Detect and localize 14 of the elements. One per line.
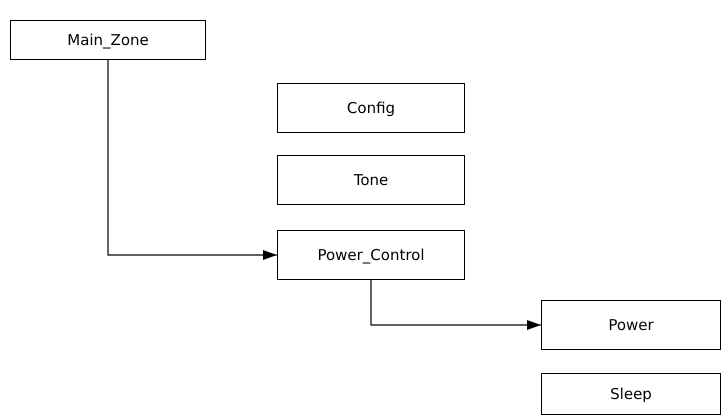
box-label: Config bbox=[346, 99, 396, 117]
process-box bbox=[277, 155, 465, 205]
connector-arrow bbox=[107, 60, 277, 260]
box-label: Power bbox=[608, 316, 654, 334]
process-box bbox=[277, 83, 465, 133]
box-label: Sleep bbox=[610, 385, 652, 403]
box-label: Tone bbox=[354, 171, 388, 189]
box-label: Main_Zone bbox=[67, 31, 149, 49]
process-box bbox=[277, 230, 465, 280]
process-box bbox=[541, 373, 721, 415]
process-box bbox=[10, 20, 206, 60]
box-label: Power_Control bbox=[317, 246, 425, 264]
process-box bbox=[541, 300, 721, 350]
connector-arrow bbox=[370, 280, 541, 330]
